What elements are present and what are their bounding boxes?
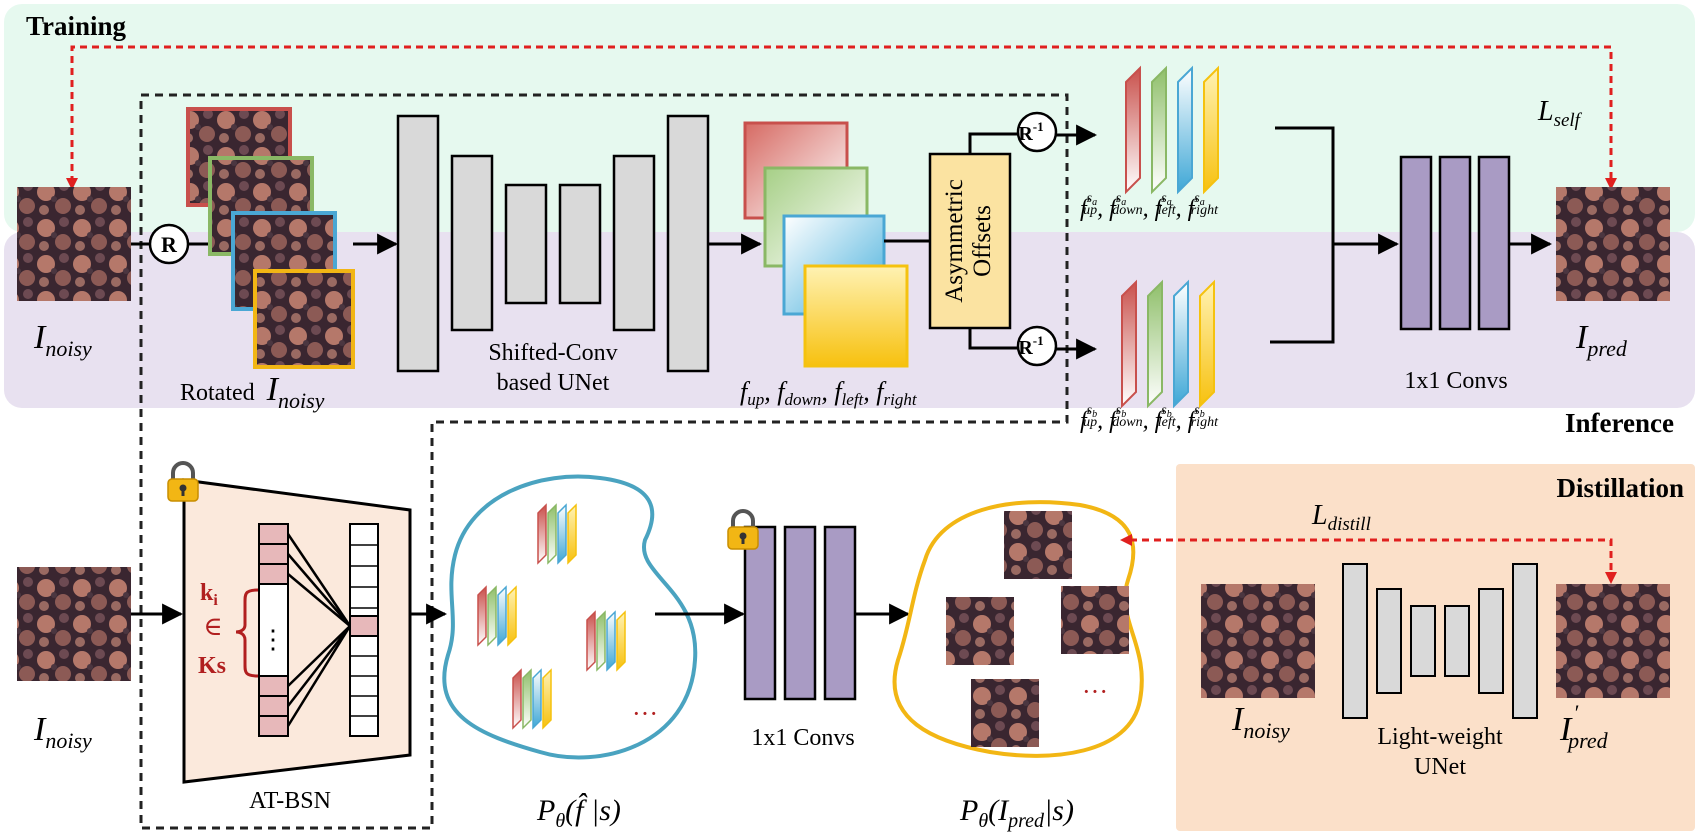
p-f-label: Pθ(f̂ |s)	[536, 793, 621, 832]
kernel-dots: ⋮	[260, 625, 286, 654]
inverse-rotate-op-bottom	[1016, 325, 1058, 367]
kernel-in-symbol: ∈	[203, 612, 222, 641]
conv-bottom-block-1	[743, 525, 777, 701]
rotated-image-yellow	[253, 269, 355, 369]
lw-unet-label-line1: Light-weight	[1377, 724, 1503, 750]
lw-unet-label-line2: UNet	[1414, 754, 1466, 780]
bottom-noisy-label: Inoisy	[33, 711, 92, 753]
kernel-k-label: ki	[200, 580, 218, 609]
input-noisy-image	[17, 187, 131, 301]
blob-pred-image-1	[1004, 511, 1072, 579]
kernel-brace	[235, 588, 259, 678]
kernel-column-right	[349, 523, 379, 737]
lself-arrow	[70, 45, 1613, 183]
lw-unet-block-1	[1342, 563, 1368, 719]
distill-noisy-label: Inoisy	[1231, 701, 1290, 743]
conv-top-block-2	[1438, 155, 1472, 331]
inverse-rotate-top-label: R-1	[1018, 119, 1043, 145]
kernel-connections	[286, 533, 352, 727]
lself-arrowhead-right	[1605, 178, 1617, 190]
shared-module-boundary	[139, 93, 1069, 830]
lw-unet-block-4	[1444, 605, 1470, 677]
lw-unet-block-3	[1410, 605, 1436, 677]
rotate-op-label: R	[161, 232, 178, 257]
p-i-label: Pθ(Ipred|s)	[959, 794, 1074, 832]
unet-block-6	[666, 114, 710, 373]
prediction-distribution-blob	[892, 500, 1144, 758]
inverse-rotate-bottom-label: R-1	[1018, 333, 1043, 359]
unet-label-line2: based UNet	[497, 370, 610, 396]
feature-card-right	[803, 264, 909, 368]
offsets-label-line2: Offsets	[969, 205, 996, 277]
blob1-dots: ···	[632, 699, 658, 728]
distill-pred-image	[1556, 584, 1670, 698]
ldistill-label: Ldistill	[1311, 500, 1371, 535]
convs-bottom-label: 1x1 Convs	[751, 725, 854, 751]
distillation-title: Distillation	[1556, 473, 1684, 503]
conv-bottom-block-2	[783, 525, 817, 701]
offsets-to-rinv-bottom-line	[968, 328, 1018, 350]
lw-unet-block-6	[1512, 563, 1538, 719]
inverse-rotate-op-top	[1016, 111, 1058, 153]
training-title: Training	[26, 11, 127, 41]
convs-lock-icon	[726, 509, 760, 551]
distill-pred-label: I′pred	[1559, 700, 1609, 753]
unet-block-2	[450, 154, 494, 332]
atbsn-label: AT-BSN	[249, 788, 331, 814]
kernel-column-left	[258, 523, 289, 737]
kernel-ks-label: Ks	[198, 653, 226, 679]
input-noisy-label: Inoisy	[33, 319, 92, 361]
features-label: fup, fdown, fleft, fright	[740, 377, 918, 409]
conv-bottom-block-3	[823, 525, 857, 701]
conv-top-block-1	[1399, 155, 1433, 331]
lself-label: Lself	[1537, 96, 1583, 131]
unet-block-3	[504, 183, 548, 305]
atbsn-lock-icon	[166, 461, 200, 503]
convs-top-label: 1x1 Convs	[1404, 368, 1507, 394]
unet-block-1	[396, 114, 440, 373]
distill-noisy-image	[1201, 584, 1315, 698]
conv-top-block-3	[1477, 155, 1511, 331]
unet-label-line1: Shifted-Conv	[488, 340, 617, 366]
bottom-noisy-image	[17, 567, 131, 681]
offsets-to-rinv-top-line	[968, 132, 1018, 154]
output-pred-label: Ipred	[1575, 319, 1628, 361]
blob-pred-image-3	[1061, 586, 1129, 654]
blob2-dots: ···	[1082, 677, 1108, 706]
asymmetric-offsets-block	[928, 152, 1012, 330]
blob-pred-image-4	[971, 679, 1039, 747]
ldistill-arrowhead-left	[1120, 534, 1132, 546]
offsets-label-line1: Asymmetric	[941, 179, 968, 303]
unet-block-5	[612, 154, 656, 332]
ldistill-arrow	[1130, 538, 1613, 577]
output-pred-image	[1556, 187, 1670, 301]
inference-title: Inference	[1565, 408, 1674, 438]
feature-distribution-blob	[442, 474, 698, 760]
lw-unet-block-2	[1376, 588, 1402, 694]
ldistill-arrowhead-down	[1605, 572, 1617, 584]
lw-unet-block-5	[1478, 588, 1504, 694]
lself-arrowhead-left	[66, 178, 78, 190]
blob-pred-image-2	[946, 597, 1014, 665]
merge-bracket	[1270, 126, 1335, 344]
unet-block-4	[558, 183, 602, 305]
